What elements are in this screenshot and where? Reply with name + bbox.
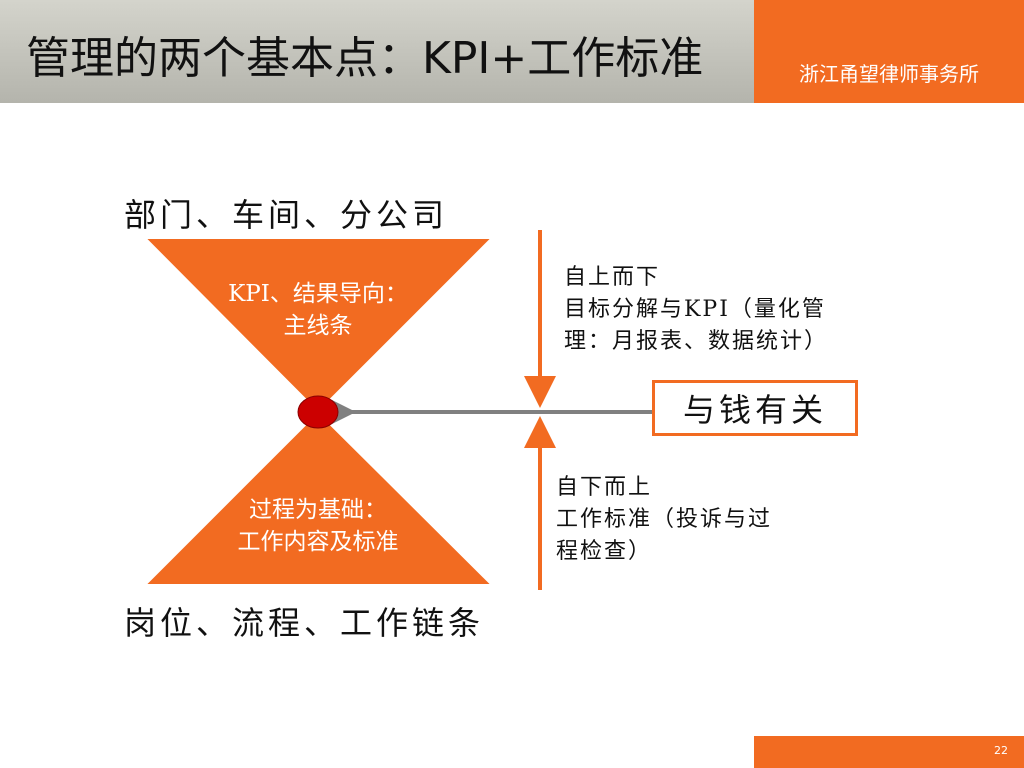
bottom-up-note-line3: 程检查） bbox=[556, 539, 653, 564]
upper-triangle bbox=[142, 237, 495, 414]
header-bar bbox=[0, 0, 754, 103]
top-down-note-line1: 自上而下 bbox=[564, 265, 661, 290]
bottom-up-note-line1: 自下而上 bbox=[556, 475, 653, 500]
lower-triangle-line1: 过程为基础： bbox=[249, 497, 387, 523]
upper-triangle-line1: KPI、结果导向： bbox=[228, 281, 408, 307]
bottom-label: 岗位、流程、工作链条 bbox=[124, 604, 485, 642]
top-down-note-line2: 目标分解与KPI（量化管 bbox=[564, 297, 826, 322]
bottom-up-note: 自下而上 工作标准（投诉与过 程检查） bbox=[556, 472, 772, 568]
lower-triangle bbox=[142, 410, 495, 586]
top-label: 部门、车间、分公司 bbox=[124, 196, 449, 234]
upper-triangle-line2: 主线条 bbox=[283, 313, 353, 339]
bottom-up-note-line2: 工作标准（投诉与过 bbox=[556, 507, 773, 532]
lower-triangle-line2: 工作内容及标准 bbox=[237, 529, 399, 555]
top-down-note-line3: 理：月报表、数据统计） bbox=[564, 329, 829, 354]
page-number: 22 bbox=[994, 744, 1008, 757]
lower-triangle-text: 过程为基础： 工作内容及标准 bbox=[178, 494, 458, 558]
money-box: 与钱有关 bbox=[652, 380, 858, 436]
firm-banner: 浙江甬望律师事务所 bbox=[754, 0, 1024, 103]
firm-name: 浙江甬望律师事务所 bbox=[799, 62, 979, 86]
page-title: 管理的两个基本点：KPI+工作标准 bbox=[26, 33, 704, 84]
footer-bar: 22 bbox=[754, 736, 1024, 768]
center-node bbox=[297, 395, 339, 429]
upper-triangle-text: KPI、结果导向： 主线条 bbox=[178, 278, 458, 342]
top-down-note: 自上而下 目标分解与KPI（量化管 理：月报表、数据统计） bbox=[564, 262, 828, 358]
